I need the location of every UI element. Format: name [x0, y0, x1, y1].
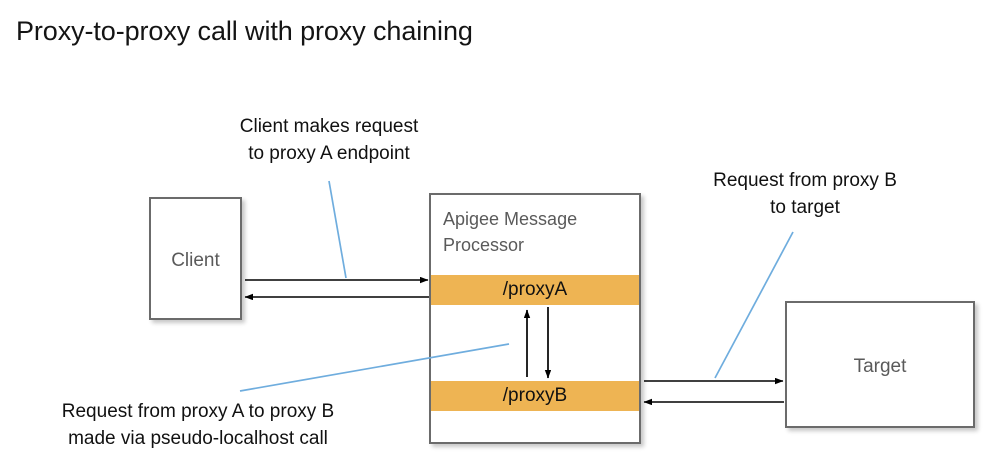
- annotation-chaining-line1: Request from proxy A to proxy B: [61, 401, 335, 422]
- annotation-chaining-line2: made via pseudo-localhost call: [68, 428, 328, 449]
- message-processor-title: Apigee Message Processor: [443, 206, 621, 258]
- proxy-a-band: /proxyA: [431, 275, 639, 305]
- annotation-chaining: Request from proxy A to proxy B made via…: [8, 398, 388, 452]
- annotation-client-request-line2: to proxy A endpoint: [248, 143, 410, 164]
- annotation-target-request-line1: Request from proxy B: [713, 170, 897, 191]
- page-title: Proxy-to-proxy call with proxy chaining: [16, 16, 473, 46]
- annotation-target-request: Request from proxy B to target: [660, 167, 950, 221]
- node-client: Client: [149, 197, 242, 320]
- message-processor-title-line1: Apigee Message: [443, 209, 578, 229]
- client-label: Client: [171, 250, 220, 271]
- proxy-b-label: /proxyB: [502, 385, 568, 406]
- node-message-processor: Apigee Message Processor /proxyA /proxyB: [429, 193, 641, 444]
- proxy-a-label: /proxyA: [502, 279, 568, 300]
- message-processor-title-line2: Processor: [443, 235, 525, 255]
- leader-line-client-request: [328, 180, 347, 279]
- annotation-client-request: Client makes request to proxy A endpoint: [193, 113, 465, 167]
- leader-line-target-request: [714, 231, 794, 379]
- annotation-target-request-line2: to target: [770, 197, 840, 218]
- proxy-b-band: /proxyB: [431, 381, 639, 411]
- annotation-client-request-line1: Client makes request: [239, 116, 419, 137]
- node-target: Target: [785, 301, 975, 428]
- target-label: Target: [853, 356, 907, 377]
